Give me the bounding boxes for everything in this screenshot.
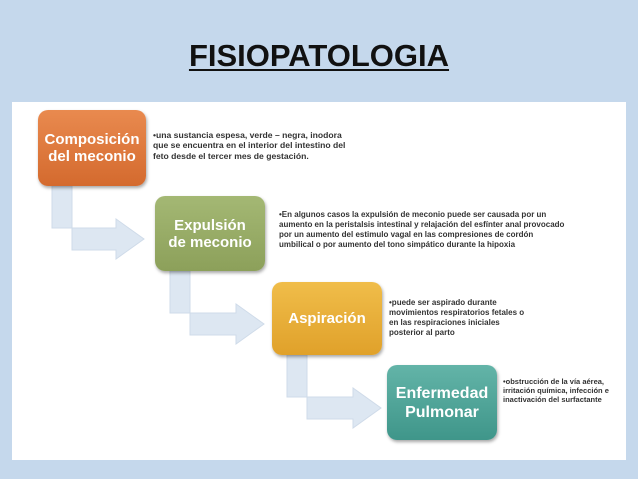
connector-arrows bbox=[51, 185, 382, 429]
slide-title: FISIOPATOLOGIA bbox=[0, 38, 638, 74]
step-composicion-description: •una sustancia espesa, verde – negra, in… bbox=[153, 130, 346, 161]
step-composicion-label: Composición del meconio bbox=[44, 131, 140, 165]
process-diagram: Composición del meconio •una sustancia e… bbox=[12, 102, 626, 460]
step-enfermedad-description: •obstrucción de la vía aérea, irritación… bbox=[503, 377, 609, 405]
step-expulsion-label: Expulsión de meconio bbox=[168, 216, 252, 251]
step-aspiracion-description: •puede ser aspirado durante movimientos … bbox=[389, 298, 525, 337]
step-aspiracion-box: Aspiración bbox=[272, 282, 382, 355]
step-expulsion-box: Expulsión de meconio bbox=[155, 196, 265, 271]
bent-arrow-3 bbox=[286, 354, 382, 429]
bent-arrow-1 bbox=[51, 185, 145, 260]
step-enfermedad-box: Enfermedad Pulmonar bbox=[387, 365, 497, 440]
step-aspiracion-label: Aspiración bbox=[288, 310, 366, 327]
step-composicion-box: Composición del meconio bbox=[38, 110, 146, 186]
step-enfermedad-label: Enfermedad Pulmonar bbox=[395, 384, 489, 421]
bent-arrow-2 bbox=[169, 270, 265, 345]
step-expulsion-description: •En algunos casos la expulsión de meconi… bbox=[279, 210, 565, 249]
slide-title-text: FISIOPATOLOGIA bbox=[188, 38, 450, 73]
